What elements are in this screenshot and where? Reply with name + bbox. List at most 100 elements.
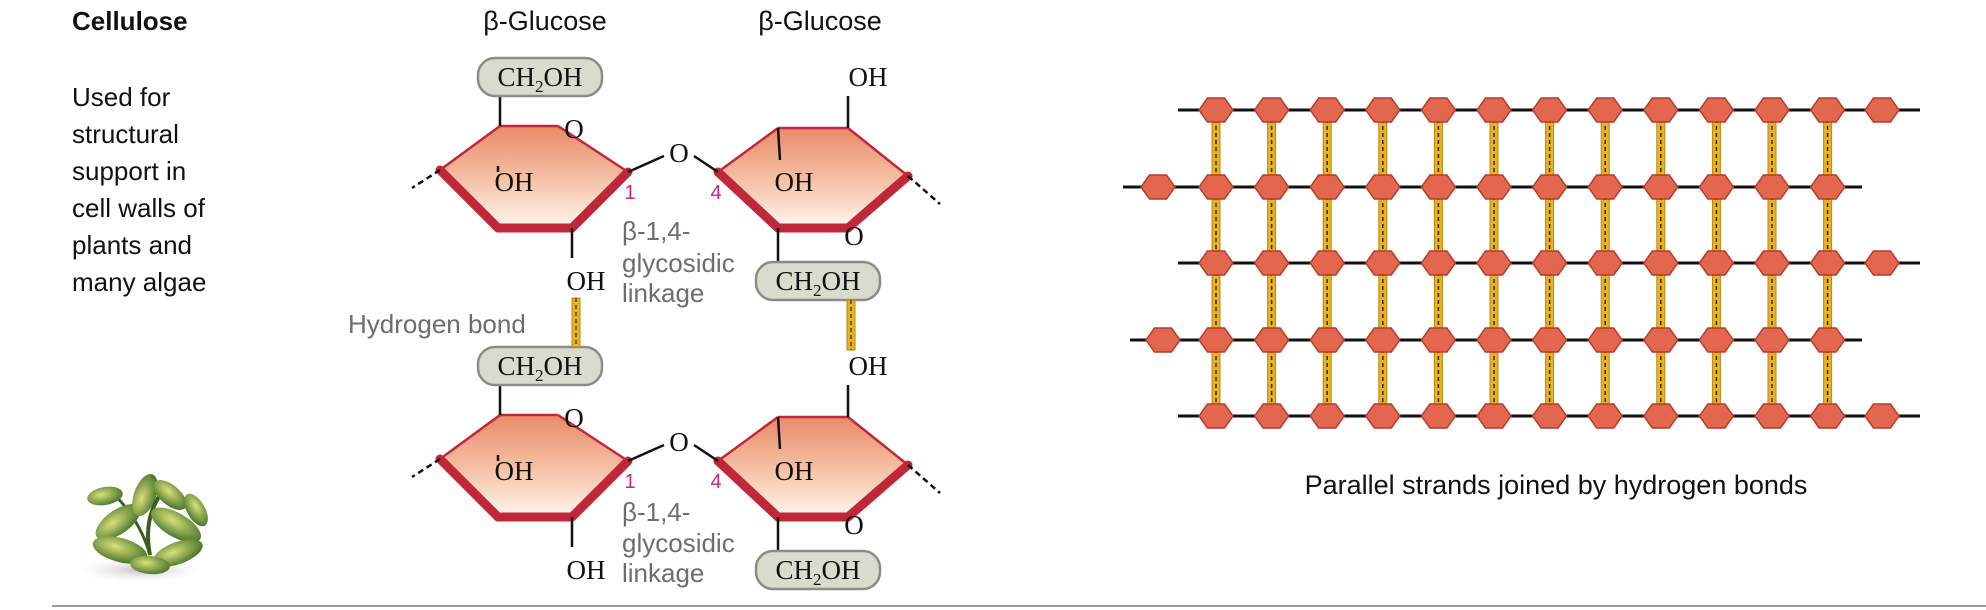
linkage-label-top: β-1,4- glycosidic linkage <box>622 216 735 308</box>
glucose-unit <box>1864 403 1900 429</box>
ring-edge <box>439 124 501 172</box>
ring-edge <box>717 126 779 174</box>
ch2oh-label: CH2OH <box>497 62 582 96</box>
ring-edge-front <box>843 460 913 522</box>
ch2oh-tail: OH <box>544 351 583 381</box>
glucose-unit <box>1809 250 1846 276</box>
glucose-unit <box>1253 403 1290 429</box>
ch2oh-subscript: 2 <box>535 366 544 385</box>
carbon-number-4: 4 <box>710 471 721 493</box>
glucose-label-left: β-Glucose <box>483 6 607 36</box>
glucose-unit <box>1587 250 1624 276</box>
glucose-unit <box>1642 97 1679 123</box>
glucose-unit <box>1476 403 1512 429</box>
chain-continuation <box>907 464 941 494</box>
glucose-unit <box>1587 327 1624 353</box>
glucose-unit <box>1420 250 1457 276</box>
glucose-unit <box>1145 327 1181 353</box>
ring-edge <box>439 413 501 461</box>
ch2oh-main: CH <box>497 62 535 92</box>
ch2oh-box <box>754 549 882 591</box>
bond <box>693 443 719 463</box>
glucose-unit <box>1309 97 1346 123</box>
description-line: structural <box>72 119 179 149</box>
glucose-unit <box>1309 403 1346 429</box>
bond <box>776 416 782 450</box>
ch2oh-group: CH2OH <box>476 56 604 98</box>
glucose-unit <box>1531 403 1568 429</box>
hydroxyl-label: OH <box>775 167 814 197</box>
hydroxyl-label: OH <box>849 351 888 381</box>
ring-edge <box>847 127 909 177</box>
ch2oh-main: CH <box>497 351 535 381</box>
ch2oh-label: CH2OH <box>775 266 860 300</box>
cellulose-strand <box>1178 250 1920 276</box>
ring-edge <box>557 124 629 174</box>
glucose-unit <box>1364 97 1401 123</box>
ch2oh-label: CH2OH <box>497 351 582 385</box>
glucose-unit <box>1642 174 1679 200</box>
glucose-unit <box>1531 250 1568 276</box>
glucose-unit <box>1531 174 1568 200</box>
hydroxyl-label: OH <box>567 555 606 585</box>
glucose-unit <box>1698 403 1735 429</box>
glucose-unit <box>1420 174 1457 200</box>
glucose-unit <box>1309 174 1346 200</box>
glucose-unit <box>1809 174 1846 200</box>
description-line: plants and <box>72 230 192 260</box>
glucose-unit <box>1364 174 1401 200</box>
glucose-ring <box>713 415 913 522</box>
molecule-structure: CH2OHOOHOH1O4OHOHOCH2OHCH2OHOOHOH1O4OHOH… <box>411 56 941 591</box>
glucose-ring <box>435 413 633 522</box>
linkage-line: linkage <box>622 278 704 308</box>
chain-continuation <box>907 175 941 205</box>
ring-oxygen: O <box>844 510 864 540</box>
ch2oh-tail: OH <box>822 555 861 585</box>
ch2oh-group: CH2OH <box>754 260 882 302</box>
linkage-line: linkage <box>622 558 704 588</box>
description-line: many algae <box>72 267 206 297</box>
glucose-unit <box>1587 403 1624 429</box>
glucose-unit <box>1198 250 1234 276</box>
ch2oh-tail: OH <box>544 62 583 92</box>
glucose-unit <box>1531 97 1568 123</box>
glucose-unit <box>1476 97 1512 123</box>
carbon-number-1: 1 <box>624 471 635 493</box>
ring-face <box>440 126 628 228</box>
ring-edge-front <box>713 456 783 522</box>
ring-edge-front <box>713 167 783 233</box>
description-line: cell walls of <box>72 193 206 223</box>
glucose-unit <box>1253 97 1290 123</box>
glucose-unit <box>1698 250 1735 276</box>
ring-face <box>718 417 908 517</box>
carbon-number-4: 4 <box>710 182 721 204</box>
glucose-unit <box>1476 174 1512 200</box>
glucose-unit <box>1587 97 1624 123</box>
glucose-unit <box>1642 327 1679 353</box>
ch2oh-box <box>476 56 604 98</box>
glucose-ring <box>713 126 913 233</box>
glucose-unit <box>1140 174 1176 200</box>
glucose-unit <box>1420 403 1457 429</box>
plant-illustration <box>70 473 210 584</box>
parallel-strands-diagram <box>1123 97 1920 429</box>
ch2oh-tail: OH <box>822 266 861 296</box>
ring-oxygen: O <box>844 221 864 251</box>
linkage-line: glycosidic <box>622 248 735 278</box>
ch2oh-subscript: 2 <box>813 570 822 589</box>
glucose-unit <box>1364 327 1401 353</box>
hydroxyl-label: OH <box>495 167 534 197</box>
cellulose-strand <box>1130 327 1862 353</box>
linkage-line: glycosidic <box>622 528 735 558</box>
cellulose-strand <box>1123 174 1862 200</box>
linkage-label-bottom: β-1,4- glycosidic linkage <box>622 497 735 588</box>
glucose-unit <box>1698 97 1735 123</box>
glucose-unit <box>1809 327 1846 353</box>
glucose-ring <box>435 124 633 233</box>
glucose-unit <box>1754 250 1790 276</box>
glucose-unit <box>1531 327 1568 353</box>
glucose-unit <box>1364 403 1401 429</box>
ch2oh-label: CH2OH <box>775 555 860 589</box>
ch2oh-main: CH <box>775 266 813 296</box>
